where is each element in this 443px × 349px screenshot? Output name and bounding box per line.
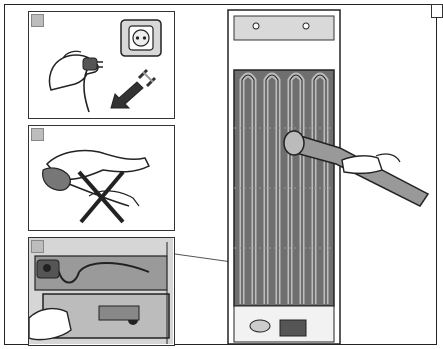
main-illustration [190,8,440,346]
fridge-back-illustration [190,8,440,346]
corner-badge [431,4,443,18]
